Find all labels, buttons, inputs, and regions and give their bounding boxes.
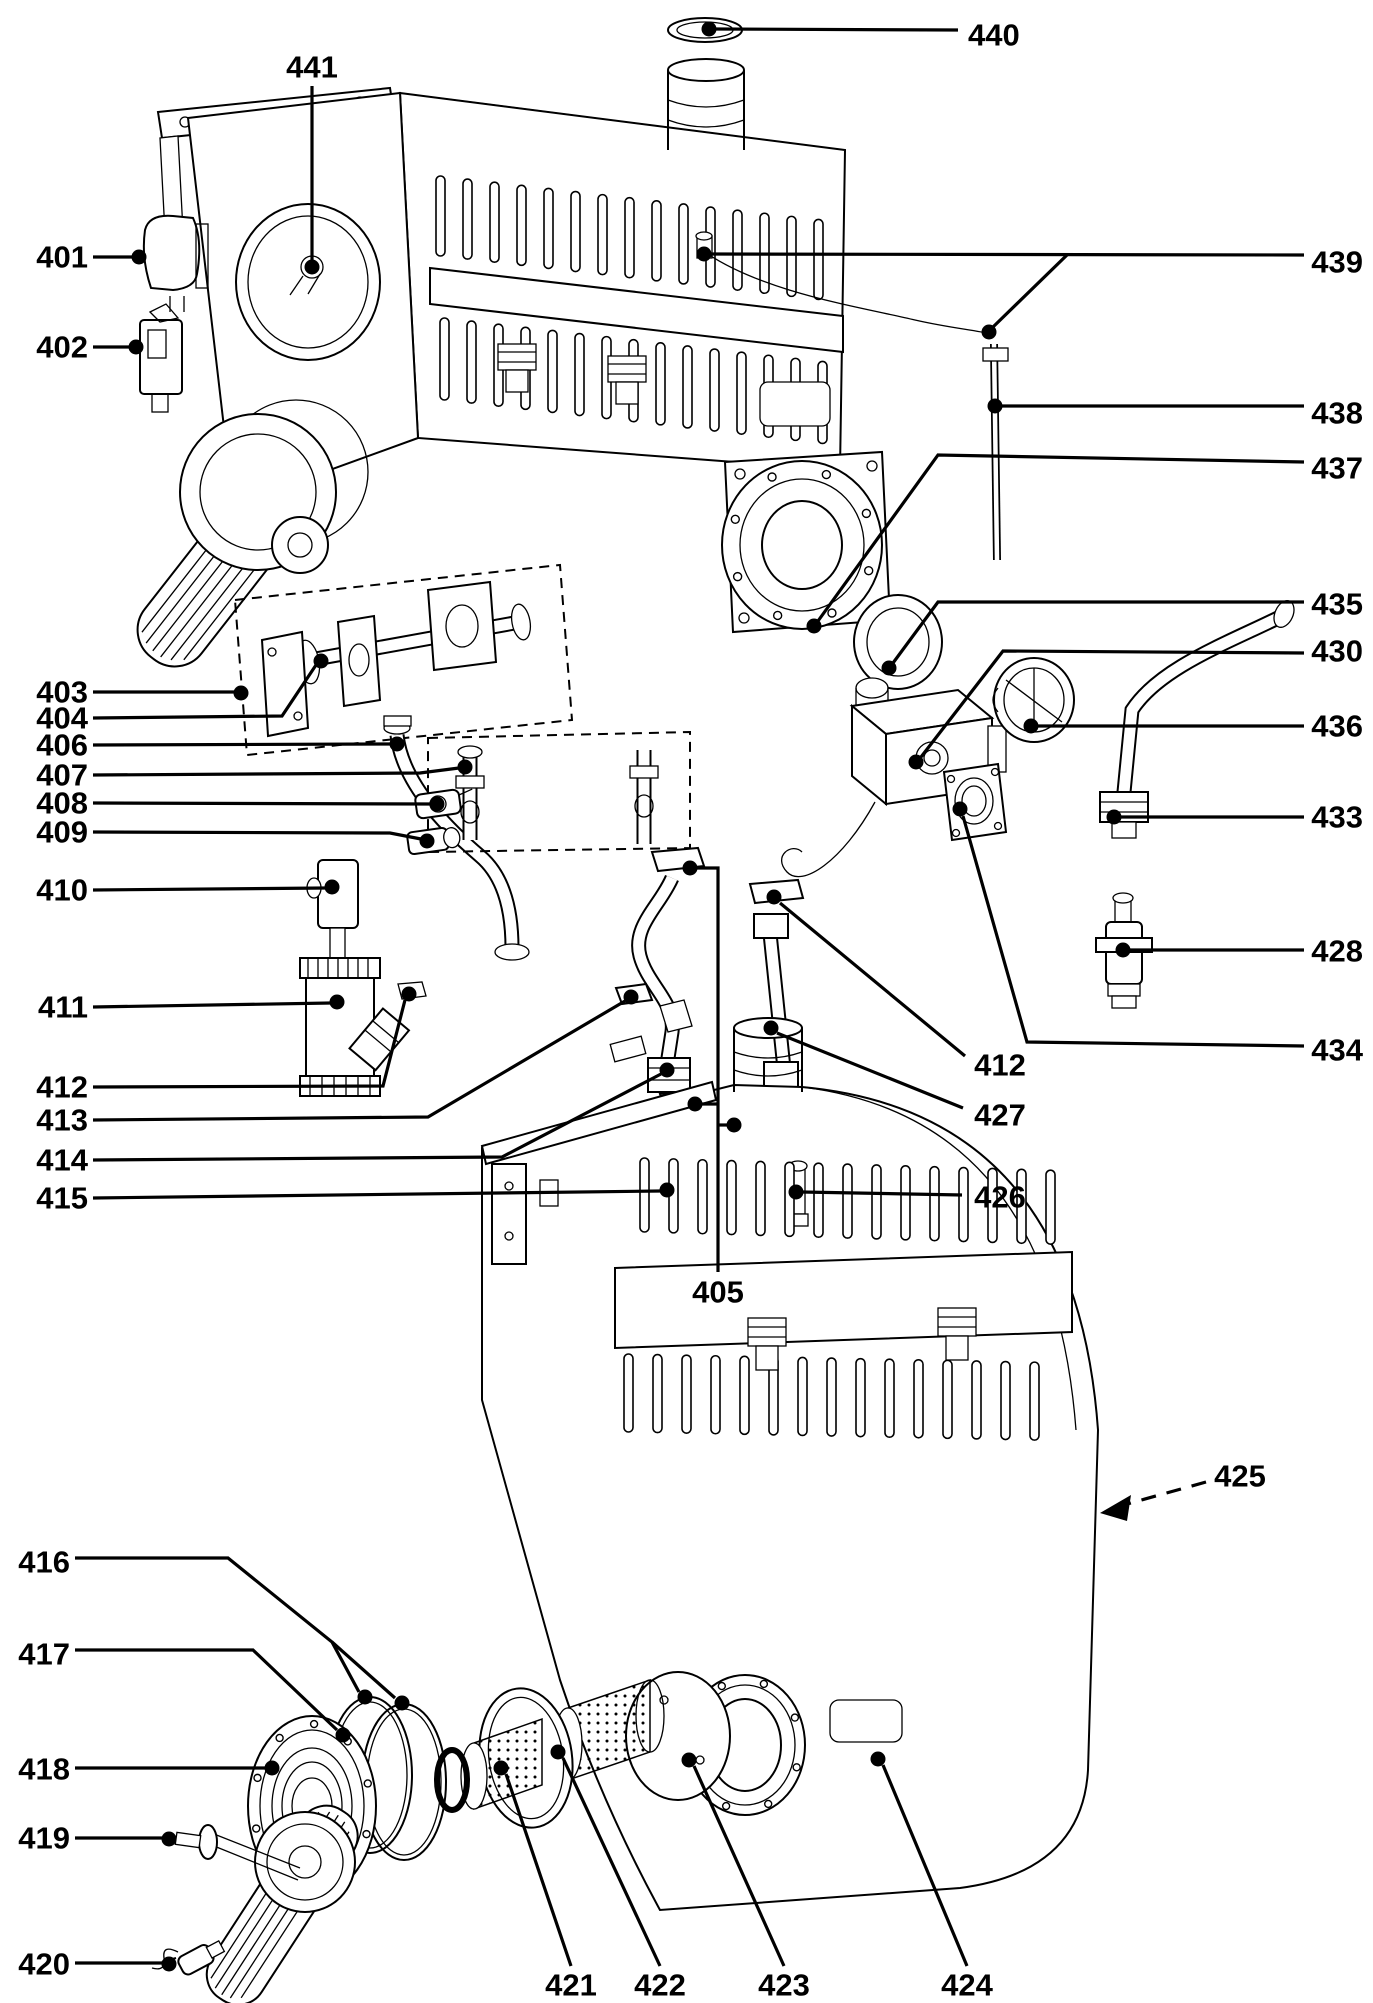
control-module — [139, 303, 183, 413]
s-pipe — [609, 846, 710, 1114]
outlet-flange-oring — [942, 762, 1008, 842]
callout-422: 422 — [634, 1968, 686, 2003]
callout-407: 407 — [36, 758, 88, 793]
callout-438: 438 — [1311, 396, 1363, 431]
blower-assembly — [136, 413, 337, 668]
callout-412: 412 — [36, 1070, 88, 1105]
flue-collar — [667, 58, 745, 150]
callout-410: 410 — [36, 873, 88, 908]
callout-402: 402 — [36, 330, 88, 365]
callout-427: 427 — [974, 1098, 1026, 1133]
callout-416: 416 — [18, 1545, 70, 1580]
callout-436: 436 — [1311, 709, 1363, 744]
rubber-ring — [434, 1747, 470, 1813]
callout-424: 424 — [941, 1968, 993, 2003]
damper-disc — [992, 657, 1075, 743]
callout-403: 403 — [36, 675, 88, 710]
bolt-ring-collector — [730, 469, 874, 621]
burner-manifold-group — [233, 563, 574, 757]
igniter-electrode — [161, 1824, 301, 1881]
callout-430: 430 — [1311, 634, 1363, 669]
pipe-unions — [497, 343, 647, 405]
callout-428: 428 — [1311, 934, 1363, 969]
collector-flange — [721, 450, 892, 634]
callout-439: 439 — [1311, 245, 1363, 280]
callout-434: 434 — [1311, 1033, 1363, 1068]
callout-413: 413 — [36, 1103, 88, 1138]
louvers-bottom — [623, 1157, 1056, 1441]
burner-blower — [205, 1804, 359, 2003]
callout-423: 423 — [758, 1968, 810, 2003]
burner-assembly-bottom — [151, 1017, 1100, 2003]
gas-pipe — [1099, 600, 1295, 839]
callout-409: 409 — [36, 815, 88, 850]
callout-419: 419 — [18, 1821, 70, 1856]
callout-433: 433 — [1311, 800, 1363, 835]
heat-exchanger-shell — [398, 91, 847, 472]
callout-437: 437 — [1311, 451, 1363, 486]
callout-435: 435 — [1311, 587, 1363, 622]
flame-sensor-plug — [151, 1939, 226, 1976]
filter-valve — [299, 957, 427, 1097]
gas-valve — [780, 677, 1007, 878]
callout-417: 417 — [18, 1637, 70, 1672]
venturi-adapter — [853, 594, 943, 690]
dhw-tube — [710, 878, 805, 1133]
callout-404: 404 — [36, 701, 88, 736]
callout-441: 441 — [286, 50, 338, 85]
callout-426: 426 — [974, 1180, 1026, 1215]
callout-layer: 401 402 441 440 439 438 437 435 430 436 433 428 434 4… — [18, 18, 1363, 2003]
callout-425: 425 — [1214, 1459, 1266, 1494]
callout-421: 421 — [545, 1968, 597, 2003]
callout-408: 408 — [36, 786, 88, 821]
boiler-assembly-top — [136, 17, 1295, 1249]
callout-418: 418 — [18, 1752, 70, 1787]
callout-414: 414 — [36, 1143, 88, 1178]
callout-420: 420 — [18, 1947, 70, 1982]
callout-405: 405 — [692, 1275, 744, 1310]
capillary-tube — [701, 249, 1009, 561]
callout-440: 440 — [968, 18, 1020, 53]
pressure-switch — [142, 214, 209, 312]
callout-412: 412 — [974, 1048, 1026, 1083]
callout-406: 406 — [36, 728, 88, 763]
callout-401: 401 — [36, 240, 88, 275]
callout-411: 411 — [38, 990, 88, 1025]
callout-415: 415 — [36, 1181, 88, 1216]
louvers-top — [435, 175, 828, 445]
